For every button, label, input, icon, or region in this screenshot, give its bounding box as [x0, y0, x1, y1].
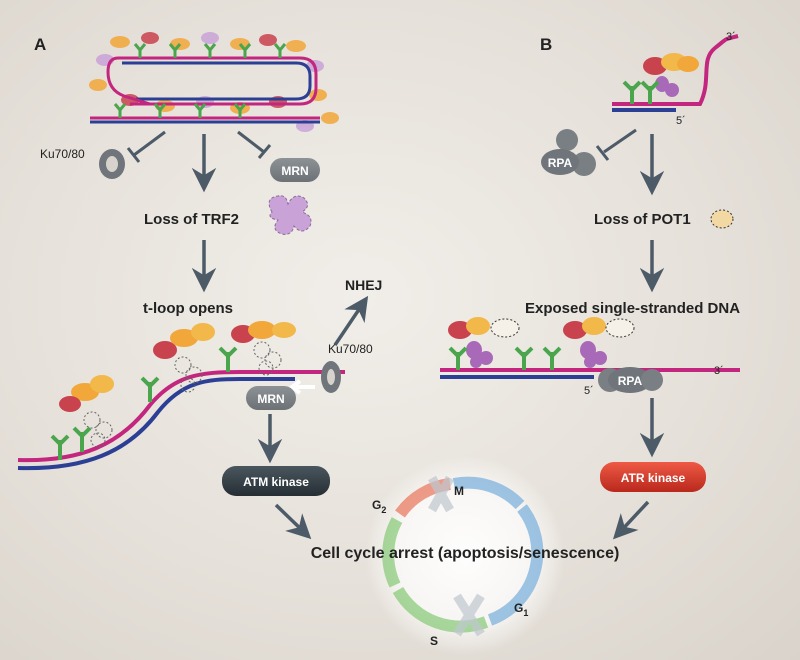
pot1-protein-icon	[710, 209, 734, 229]
exposed-ssdna-label: Exposed single-stranded DNA	[525, 300, 740, 317]
rpa-label-mid: RPA	[618, 374, 643, 388]
mrn-box-top: MRN	[270, 158, 320, 182]
t-loop-structure	[89, 32, 339, 132]
three-prime-top: 3´	[726, 31, 736, 43]
phase-s-label: S	[430, 634, 438, 648]
inhibit-ku-line	[133, 130, 166, 157]
telomere-end-exposed: RPA	[440, 317, 740, 393]
nhej-label: NHEJ	[345, 277, 382, 293]
svg-text:MRN: MRN	[281, 164, 308, 178]
atr-kinase-box: ATR kinase	[600, 462, 706, 492]
inhibit-mrn-line	[237, 130, 265, 154]
ku-label-left: Ku70/80	[40, 147, 85, 161]
inhibit-rpa-bar	[595, 145, 610, 161]
svg-text:ATM kinase: ATM kinase	[243, 475, 309, 489]
panel-a-label: A	[34, 35, 46, 54]
svg-text:RPA: RPA	[548, 156, 573, 170]
rpa-complex-top: RPA	[541, 129, 596, 176]
arrow-atm-to-arrest	[274, 503, 312, 540]
trf2-protein-icon	[268, 195, 312, 235]
opened-telomere-dna	[17, 321, 345, 471]
svg-text:ATR kinase: ATR kinase	[621, 471, 686, 485]
phase-g1-label: G1	[514, 601, 528, 618]
ku-ring-icon-right	[321, 361, 341, 393]
mrn-box-bottom: MRN	[246, 386, 296, 410]
ku-binding-arrow	[288, 379, 315, 395]
three-prime-mid: 3´	[714, 365, 724, 377]
loss-of-pot1-label: Loss of POT1	[594, 211, 691, 228]
phase-g2-label: G2	[372, 498, 386, 515]
cell-cycle-arrest-label: Cell cycle arrest (apoptosis/senescence)	[311, 545, 620, 562]
five-prime-top: 5´	[676, 115, 686, 127]
arrow-atr-to-arrest	[612, 500, 650, 540]
ku-ring-icon	[99, 149, 125, 179]
loss-of-trf2-label: Loss of TRF2	[144, 211, 239, 228]
cell-cycle-diagram	[365, 456, 565, 656]
inhibit-ku-bar	[126, 147, 141, 163]
inhibit-mrn-bar	[257, 144, 272, 159]
five-prime-mid: 5´	[584, 385, 594, 397]
arrow-to-nhej	[333, 295, 369, 346]
atm-kinase-box: ATM kinase	[222, 466, 330, 496]
svg-text:MRN: MRN	[257, 392, 284, 406]
inhibit-rpa-line	[603, 128, 637, 154]
ku-label-right: Ku70/80	[328, 342, 373, 356]
t-loop-opens-label: t-loop opens	[143, 300, 233, 317]
panel-b-label: B	[540, 35, 552, 54]
phase-m-label: M	[454, 484, 464, 498]
telomere-end-top	[612, 34, 739, 112]
